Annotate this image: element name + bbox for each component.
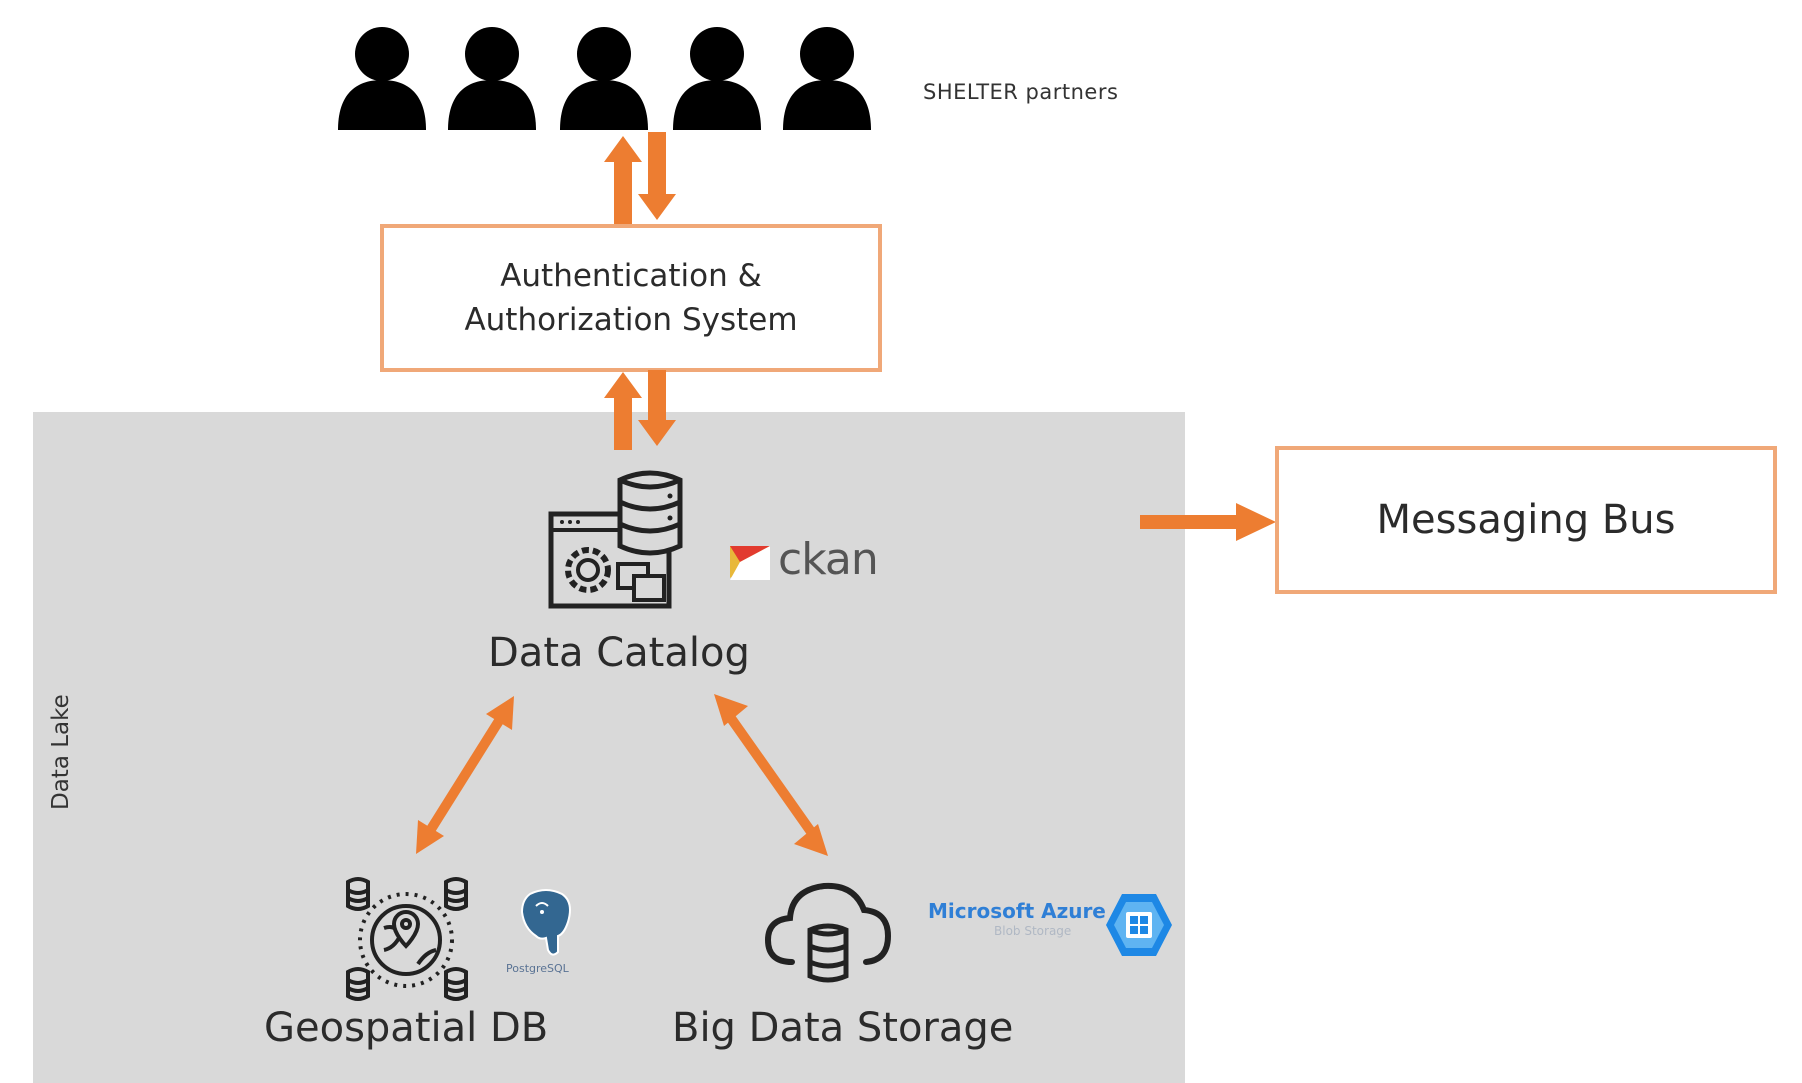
geospatial-database-icon — [346, 877, 468, 1001]
user-icon — [338, 27, 426, 130]
postgresql-logo-text: PostgreSQL — [506, 962, 569, 975]
ckan-logo-icon — [730, 546, 770, 580]
user-icon — [448, 27, 536, 130]
arrow-to-messaging-bus — [1140, 503, 1276, 541]
messaging-bus-label: Messaging Bus — [1376, 497, 1676, 543]
arrows-auth-catalog — [604, 370, 676, 450]
postgresql-logo-icon — [520, 889, 571, 956]
partners-label: SHELTER partners — [923, 80, 1119, 104]
user-icon — [783, 27, 871, 130]
azure-logo-text: Microsoft Azure — [928, 899, 1106, 923]
auth-line-1: Authentication & — [500, 258, 762, 294]
messaging-bus-box: Messaging Bus — [1275, 446, 1777, 594]
data-catalog-label: Data Catalog — [488, 630, 750, 676]
user-icon — [560, 27, 648, 130]
auth-system-box: Authentication & Authorization System — [380, 224, 882, 372]
ckan-logo-text: ckan — [778, 534, 879, 585]
arrows-partners-auth — [604, 132, 676, 224]
auth-line-2: Authorization System — [464, 302, 798, 338]
cloud-database-icon — [764, 882, 892, 983]
user-icon — [673, 27, 761, 130]
arrow-down — [638, 132, 676, 220]
arrow-up — [604, 372, 642, 450]
azure-blob-storage-icon — [1106, 894, 1172, 956]
db-cylinder — [346, 877, 370, 911]
arrow-catalog-geospatial — [416, 696, 514, 854]
geospatial-db-label: Geospatial DB — [264, 1005, 549, 1051]
data-lake-label: Data Lake — [48, 694, 74, 810]
arrow-catalog-bigdata — [714, 694, 828, 856]
big-data-storage-label: Big Data Storage — [672, 1005, 1014, 1051]
catalog-database-gear-icon — [548, 470, 683, 609]
azure-logo-subtext: Blob Storage — [994, 924, 1072, 938]
data-lake-region — [33, 412, 1185, 1083]
arrow-up — [604, 136, 642, 224]
partners-group — [338, 27, 871, 130]
auth-system-text: Authentication & Authorization System — [384, 254, 878, 342]
arrow-down — [638, 370, 676, 446]
